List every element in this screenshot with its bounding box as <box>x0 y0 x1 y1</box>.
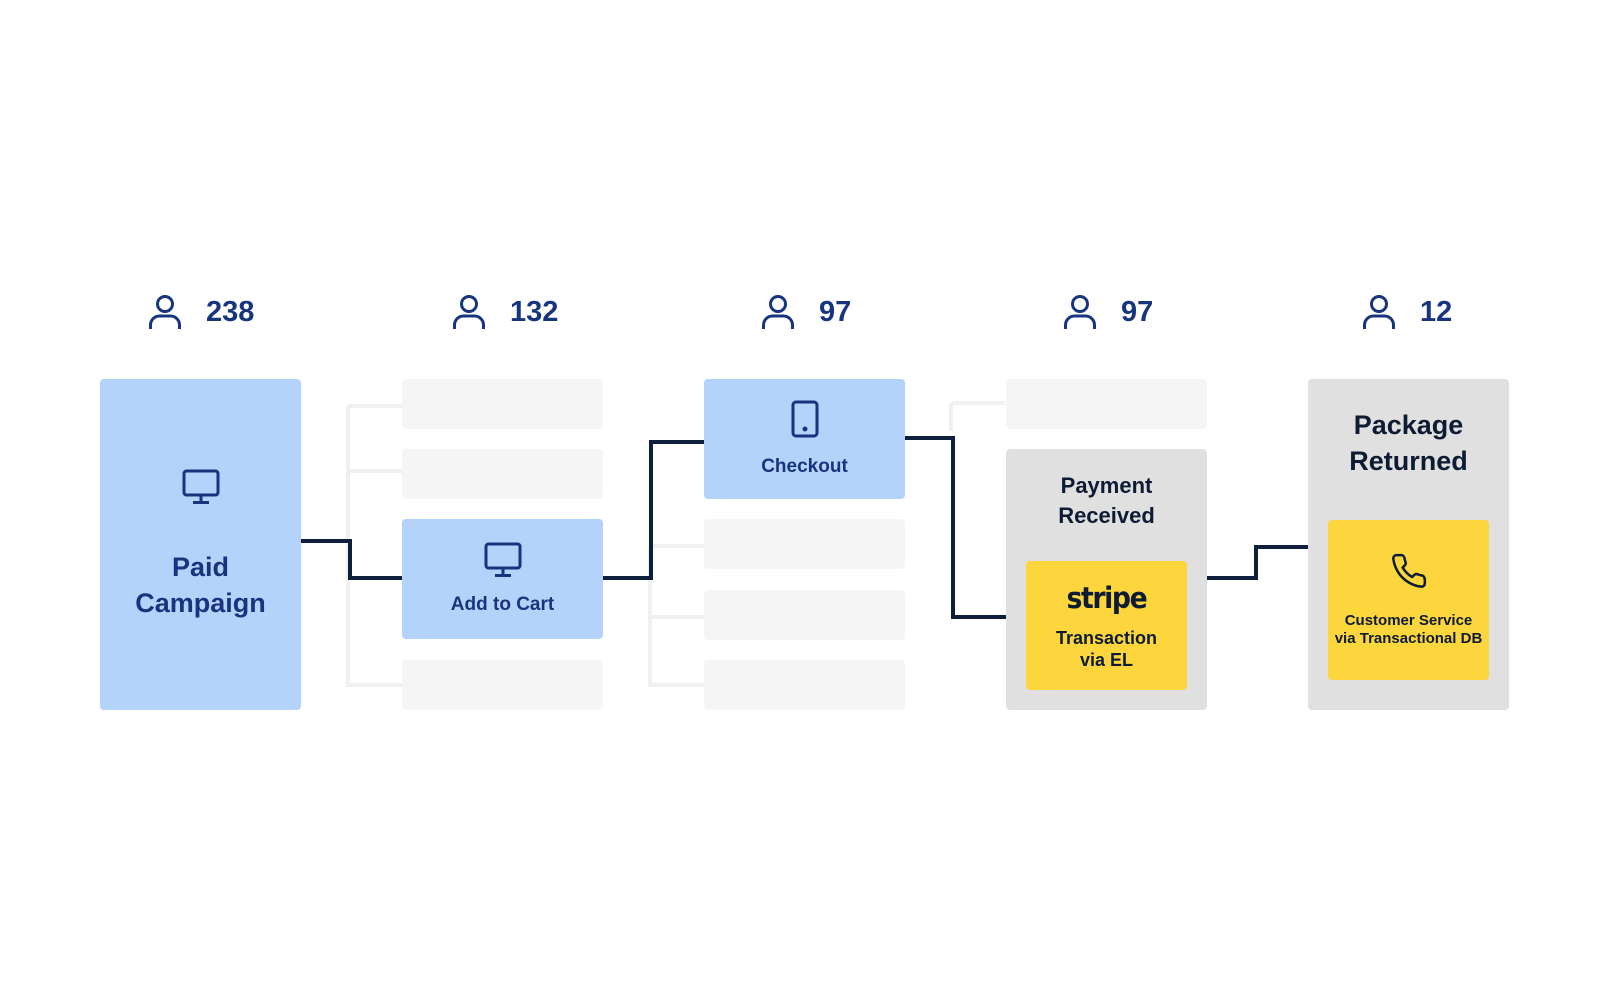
node-label: Paid Campaign <box>135 551 266 618</box>
node-label: Payment Received <box>1058 473 1155 528</box>
stage-count-4: 97 <box>1063 292 1153 332</box>
active-path <box>301 436 1308 619</box>
user-icon <box>1363 295 1395 329</box>
desktop-monitor-icon <box>182 469 219 504</box>
user-count: 132 <box>510 295 559 328</box>
node-package-returned[interactable]: Package Returned Customer Service via Tr… <box>1308 379 1509 710</box>
placeholder-node <box>402 660 603 710</box>
node-payment-received[interactable]: Payment Received stripe Transaction via … <box>1006 449 1207 710</box>
user-count: 97 <box>819 295 852 328</box>
placeholder-node <box>704 660 905 710</box>
node-label: Checkout <box>761 456 848 477</box>
node-add-to-cart[interactable]: Add to Cart <box>402 519 603 639</box>
stage-count-3: 97 <box>761 292 851 332</box>
stage-count-1: 238 <box>148 292 254 332</box>
desktop-monitor-icon <box>484 542 521 577</box>
node-paid-campaign[interactable]: Paid Campaign <box>100 379 301 710</box>
placeholder-node <box>704 519 905 569</box>
user-count: 97 <box>1121 295 1154 328</box>
placeholder-node <box>704 590 905 640</box>
user-icon <box>1064 295 1096 329</box>
user-icon <box>453 295 485 329</box>
node-label: Package Returned <box>1349 410 1468 476</box>
integration-stripe[interactable]: stripe Transaction via EL <box>1026 561 1187 690</box>
stage-count-2: 132 <box>452 292 558 332</box>
phone-icon <box>1391 553 1426 588</box>
tablet-icon <box>791 400 818 438</box>
node-label: Add to Cart <box>450 594 555 615</box>
user-icon <box>762 295 794 329</box>
placeholder-node <box>402 449 603 499</box>
integration-label: Transaction via EL <box>1055 627 1158 670</box>
faint-connectors <box>346 401 1005 687</box>
integration-customer-service[interactable]: Customer Service via Transactional DB <box>1328 520 1489 680</box>
node-checkout[interactable]: Checkout <box>704 379 905 499</box>
user-icon <box>149 295 181 329</box>
stage-count-5: 12 <box>1362 292 1452 332</box>
placeholder-node <box>402 379 603 429</box>
user-count: 238 <box>206 295 255 328</box>
placeholder-node <box>1006 379 1207 429</box>
user-count: 12 <box>1420 295 1453 328</box>
integration-label: Customer Service via Transactional DB <box>1334 612 1483 647</box>
stripe-logo: stripe <box>1066 580 1148 615</box>
